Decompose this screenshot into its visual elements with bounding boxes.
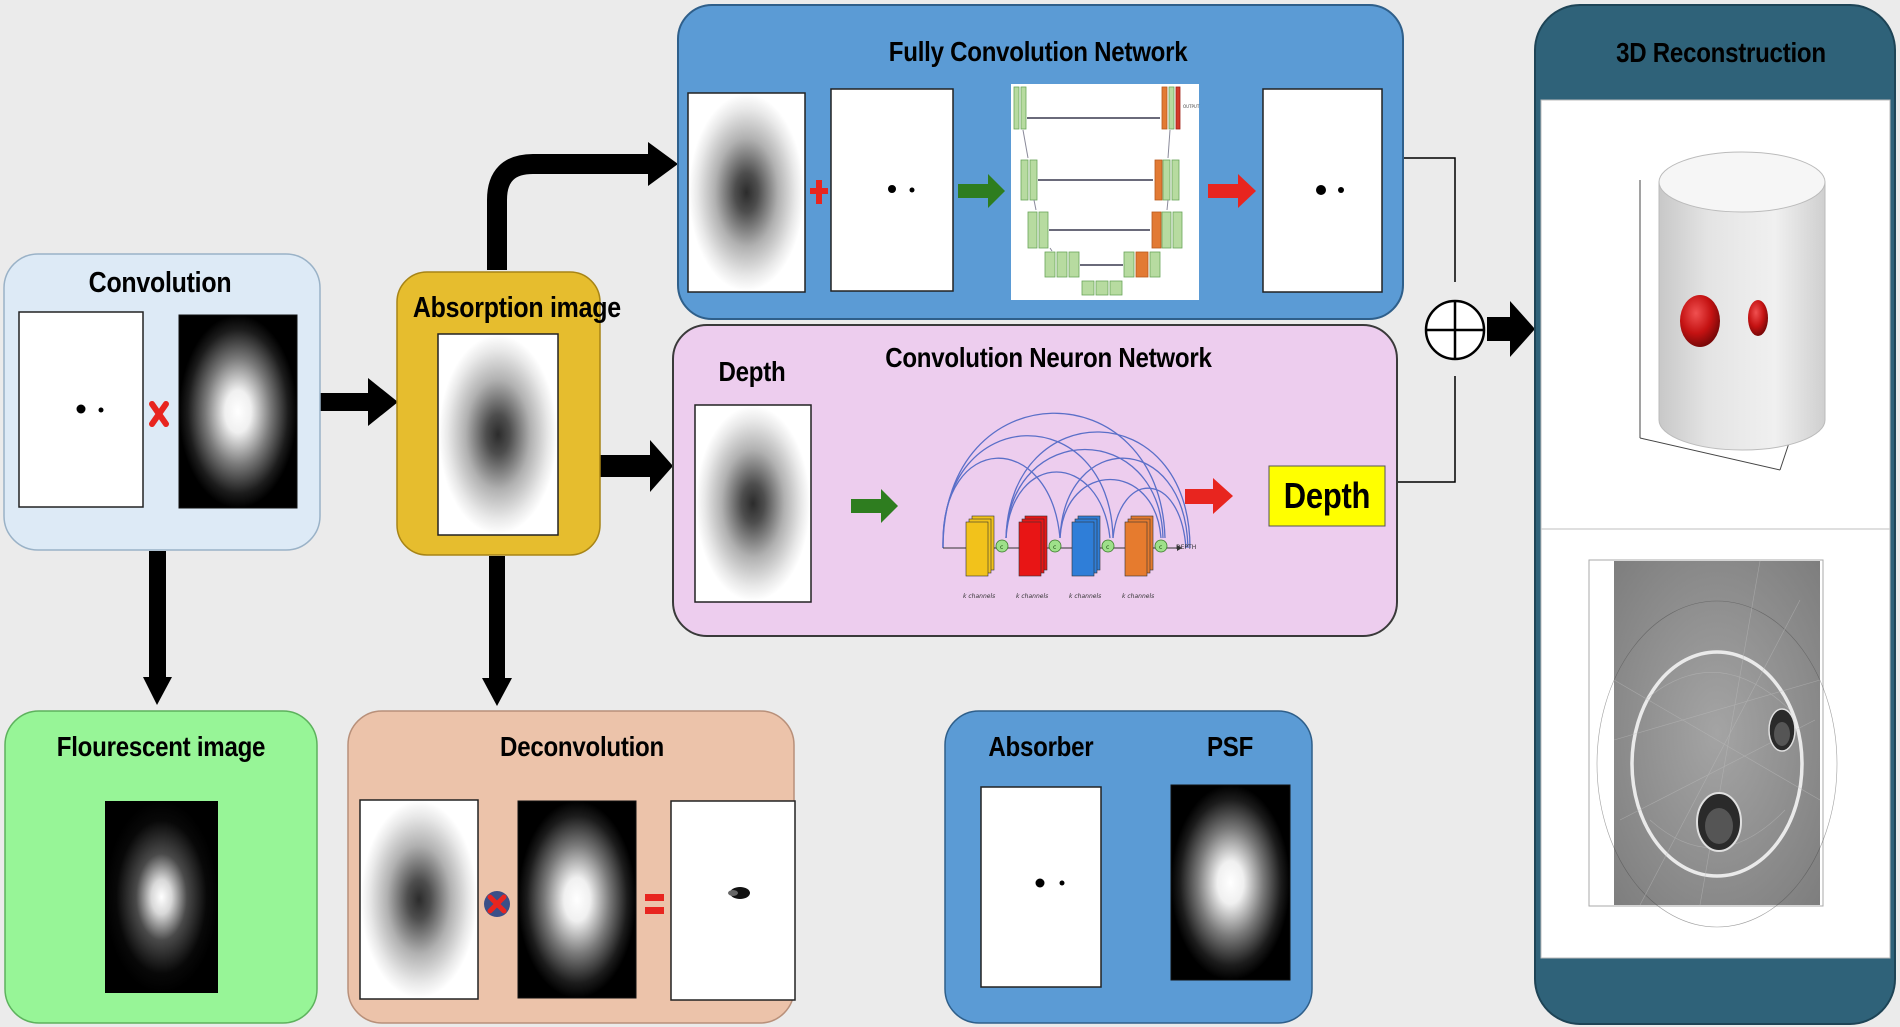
arrow-to-reconstruction <box>1487 301 1535 357</box>
arrow-absorption-to-deconvolution <box>482 556 512 706</box>
deconvolution-title: Deconvolution <box>500 731 664 762</box>
cnn-concat-node <box>995 539 1009 553</box>
arrow-conv-to-absorption <box>320 378 398 426</box>
cnn-feature-block <box>1071 521 1095 577</box>
arrow-absorption-to-fcn <box>487 142 678 270</box>
cnn-input-depth-label: Depth <box>718 356 786 387</box>
fluorescent-image <box>105 801 218 993</box>
depth-output-label-box <box>1268 465 1386 527</box>
cnn-feature-block <box>1018 521 1042 577</box>
multiply-cross-icon <box>149 401 169 427</box>
arrow-absorption-to-cnn <box>600 440 673 492</box>
cnn-channel-label: k channels <box>1016 593 1048 600</box>
fluorescent-panel <box>4 710 318 1024</box>
fcn-title: Fully Convolution Network <box>888 36 1188 67</box>
fcn-panel: OUTPUT <box>677 4 1404 320</box>
reconstruction-ct-slice <box>1588 559 1838 928</box>
deconv-result-image <box>670 800 796 1001</box>
cnn-channel-label: k channels <box>1122 593 1154 600</box>
red-arrow-icon <box>1208 174 1256 208</box>
tumor-large <box>1680 295 1720 347</box>
deconv-psf-image <box>517 800 637 999</box>
reconstruction-3d-view <box>1639 151 1826 471</box>
cnn-output-depth-label: Depth <box>1283 475 1371 516</box>
deconvolve-circled-cross-icon <box>484 891 510 917</box>
legend-panel <box>944 710 1313 1024</box>
green-arrow-icon <box>958 174 1005 208</box>
equals-icon <box>645 894 664 914</box>
cnn-concat-node <box>1154 539 1168 553</box>
absorption-title: Absorption image <box>412 292 621 324</box>
cnn-concat-symbol: c <box>1000 544 1003 551</box>
cnn-architecture: c k channels c k channels c k channels c k chan… <box>942 412 1196 600</box>
reconstruction-title: 3D Reconstruction <box>1616 37 1826 68</box>
cnn-concat-symbol: c <box>1106 544 1109 551</box>
flourescent-title: Flourescent image <box>56 731 266 762</box>
absorber-large-dot <box>76 404 86 414</box>
unet-output-tag: OUTPUT <box>1183 104 1200 109</box>
cnn-title: Convolution Neuron Network <box>885 342 1212 373</box>
psf-image <box>178 314 298 509</box>
cnn-channel-label: k channels <box>963 593 995 600</box>
legend-absorber-label: Absorber <box>988 731 1094 762</box>
plus-icon <box>810 180 828 204</box>
convolution-title: Convolution <box>88 267 232 299</box>
absorption-panel <box>396 271 601 556</box>
legend-psf-image <box>1170 784 1291 981</box>
red-arrow-icon <box>1185 478 1233 514</box>
cnn-concat-node <box>1101 539 1115 553</box>
cnn-panel: c k channels c k channels c k channels c k chan… <box>672 324 1398 637</box>
cnn-net-output-tag: DEPTH <box>1176 544 1196 551</box>
sum-junction-icon <box>1424 299 1486 361</box>
cnn-feature-block <box>965 521 989 577</box>
cnn-feature-block <box>1124 521 1148 577</box>
green-arrow-icon <box>851 489 898 523</box>
tumor-small <box>1748 300 1768 336</box>
cnn-channel-label: k channels <box>1069 593 1101 600</box>
convolution-panel <box>3 253 321 551</box>
unet-architecture: OUTPUT <box>1011 84 1200 300</box>
deconvolution-panel <box>347 710 796 1024</box>
cnn-concat-node <box>1048 539 1062 553</box>
cnn-concat-symbol: c <box>1159 544 1162 551</box>
absorber-small-dot <box>98 407 104 413</box>
reconstruction-panel <box>1534 4 1896 1025</box>
arrow-conv-to-fluorescent <box>143 551 172 705</box>
cnn-concat-symbol: c <box>1053 544 1056 551</box>
legend-psf-label: PSF <box>1206 731 1254 762</box>
merge-lines <box>1390 157 1456 483</box>
